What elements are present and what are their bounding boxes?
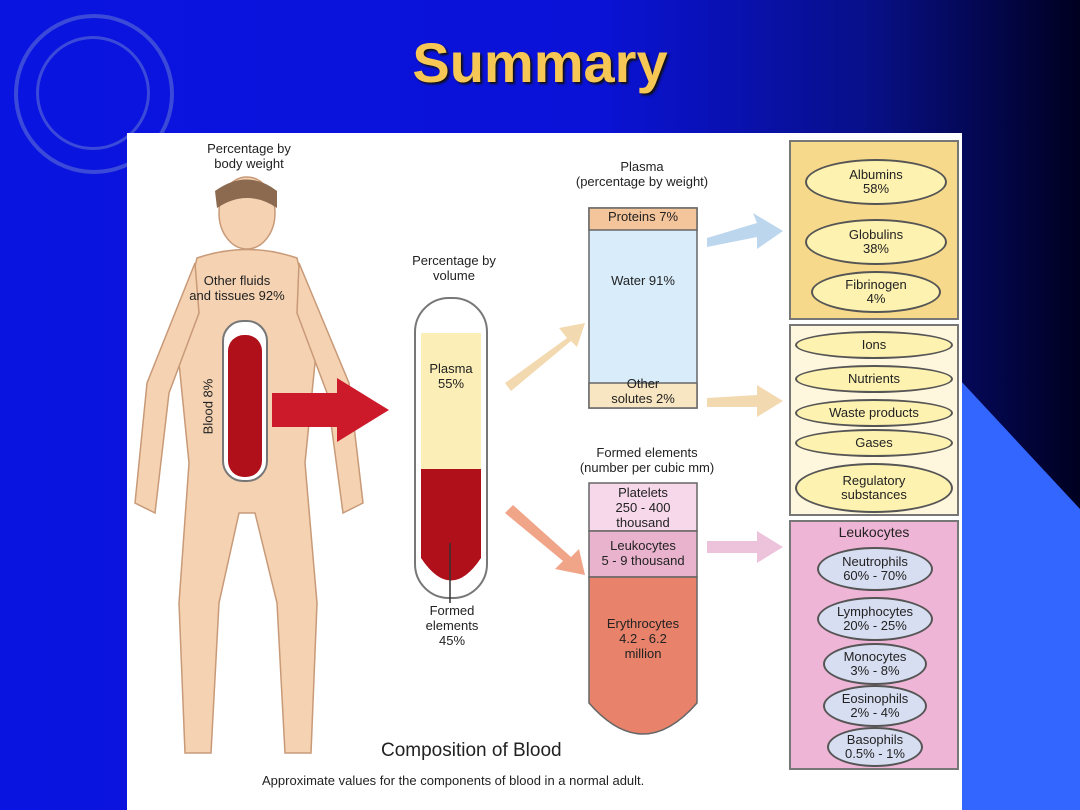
nutrients-ellipse: Nutrients (795, 365, 953, 393)
formed-heading: Formed elements (number per cubic mm) (579, 445, 715, 475)
body-weight-heading: Percentage by body weight (207, 141, 291, 171)
small-tube-blood (228, 335, 262, 477)
erythrocytes-band (588, 576, 698, 735)
background-accent-shape (960, 380, 1080, 810)
arrow-to-proteins (707, 213, 783, 249)
hair-shape (215, 179, 277, 208)
leukocytes-band (588, 530, 698, 578)
gases-ellipse: Gases (795, 429, 953, 457)
blood-percent-label: Blood 8% (200, 378, 216, 435)
other-solutes-label: Other solutes 2% (611, 376, 675, 406)
basophils-ellipse: Basophils 0.5% - 1% (827, 727, 923, 767)
platelets-band (588, 482, 698, 532)
arrow-to-formed (505, 505, 585, 575)
ions-ellipse: Ions (795, 331, 953, 359)
plasma-volume-label: Plasma 55% (429, 361, 473, 391)
proteins-band-label: Proteins 7% (607, 209, 679, 224)
waste-products-ellipse: Waste products (795, 399, 953, 427)
regulatory-substances-ellipse: Regulatory substances (795, 463, 953, 513)
human-figure (134, 176, 364, 754)
formed-volume-label: Formed elements 45% (425, 603, 479, 648)
tube-formed-layer (421, 469, 481, 581)
red-arrow (272, 378, 389, 442)
diagram-graphics (134, 140, 959, 770)
blood-composition-diagram: Percentage by body weight Other fluids a… (127, 133, 962, 810)
globulins-ellipse: Globulins 38% (805, 219, 947, 265)
neutrophils-ellipse: Neutrophils 60% - 70% (817, 547, 933, 591)
other-solutes-band (588, 382, 698, 409)
arrow-to-plasma (505, 323, 585, 391)
volume-heading: Percentage by volume (412, 253, 496, 283)
caption-title: Composition of Blood (381, 740, 562, 761)
leukocytes-label: Leukocytes 5 - 9 thousand (601, 538, 685, 568)
caption-text: Approximate values for the components of… (262, 773, 645, 788)
other-fluids-label: Other fluids and tissues 92% (189, 273, 285, 303)
albumins-ellipse: Albumins 58% (805, 159, 947, 205)
arrow-to-solutes (707, 385, 783, 417)
university-seal-logo (14, 14, 174, 174)
slide-title: Summary (412, 31, 668, 94)
monocytes-ellipse: Monocytes 3% - 8% (823, 643, 927, 685)
lymphocytes-ellipse: Lymphocytes 20% - 25% (817, 597, 933, 641)
leukocyte-types-heading: Leukocytes (838, 524, 910, 540)
plasma-heading: Plasma (percentage by weight) (575, 159, 709, 189)
platelets-label: Platelets 250 - 400 thousand (615, 485, 671, 530)
arrow-to-leukocytes (707, 531, 783, 563)
erythrocytes-label: Erythrocytes 4.2 - 6.2 million (606, 616, 680, 661)
eosinophils-ellipse: Eosinophils 2% - 4% (823, 685, 927, 727)
fibrinogen-ellipse: Fibrinogen 4% (811, 271, 941, 313)
proteins-band (588, 207, 698, 231)
water-label: Water 91% (611, 273, 675, 288)
tube-plasma-layer (421, 333, 481, 473)
